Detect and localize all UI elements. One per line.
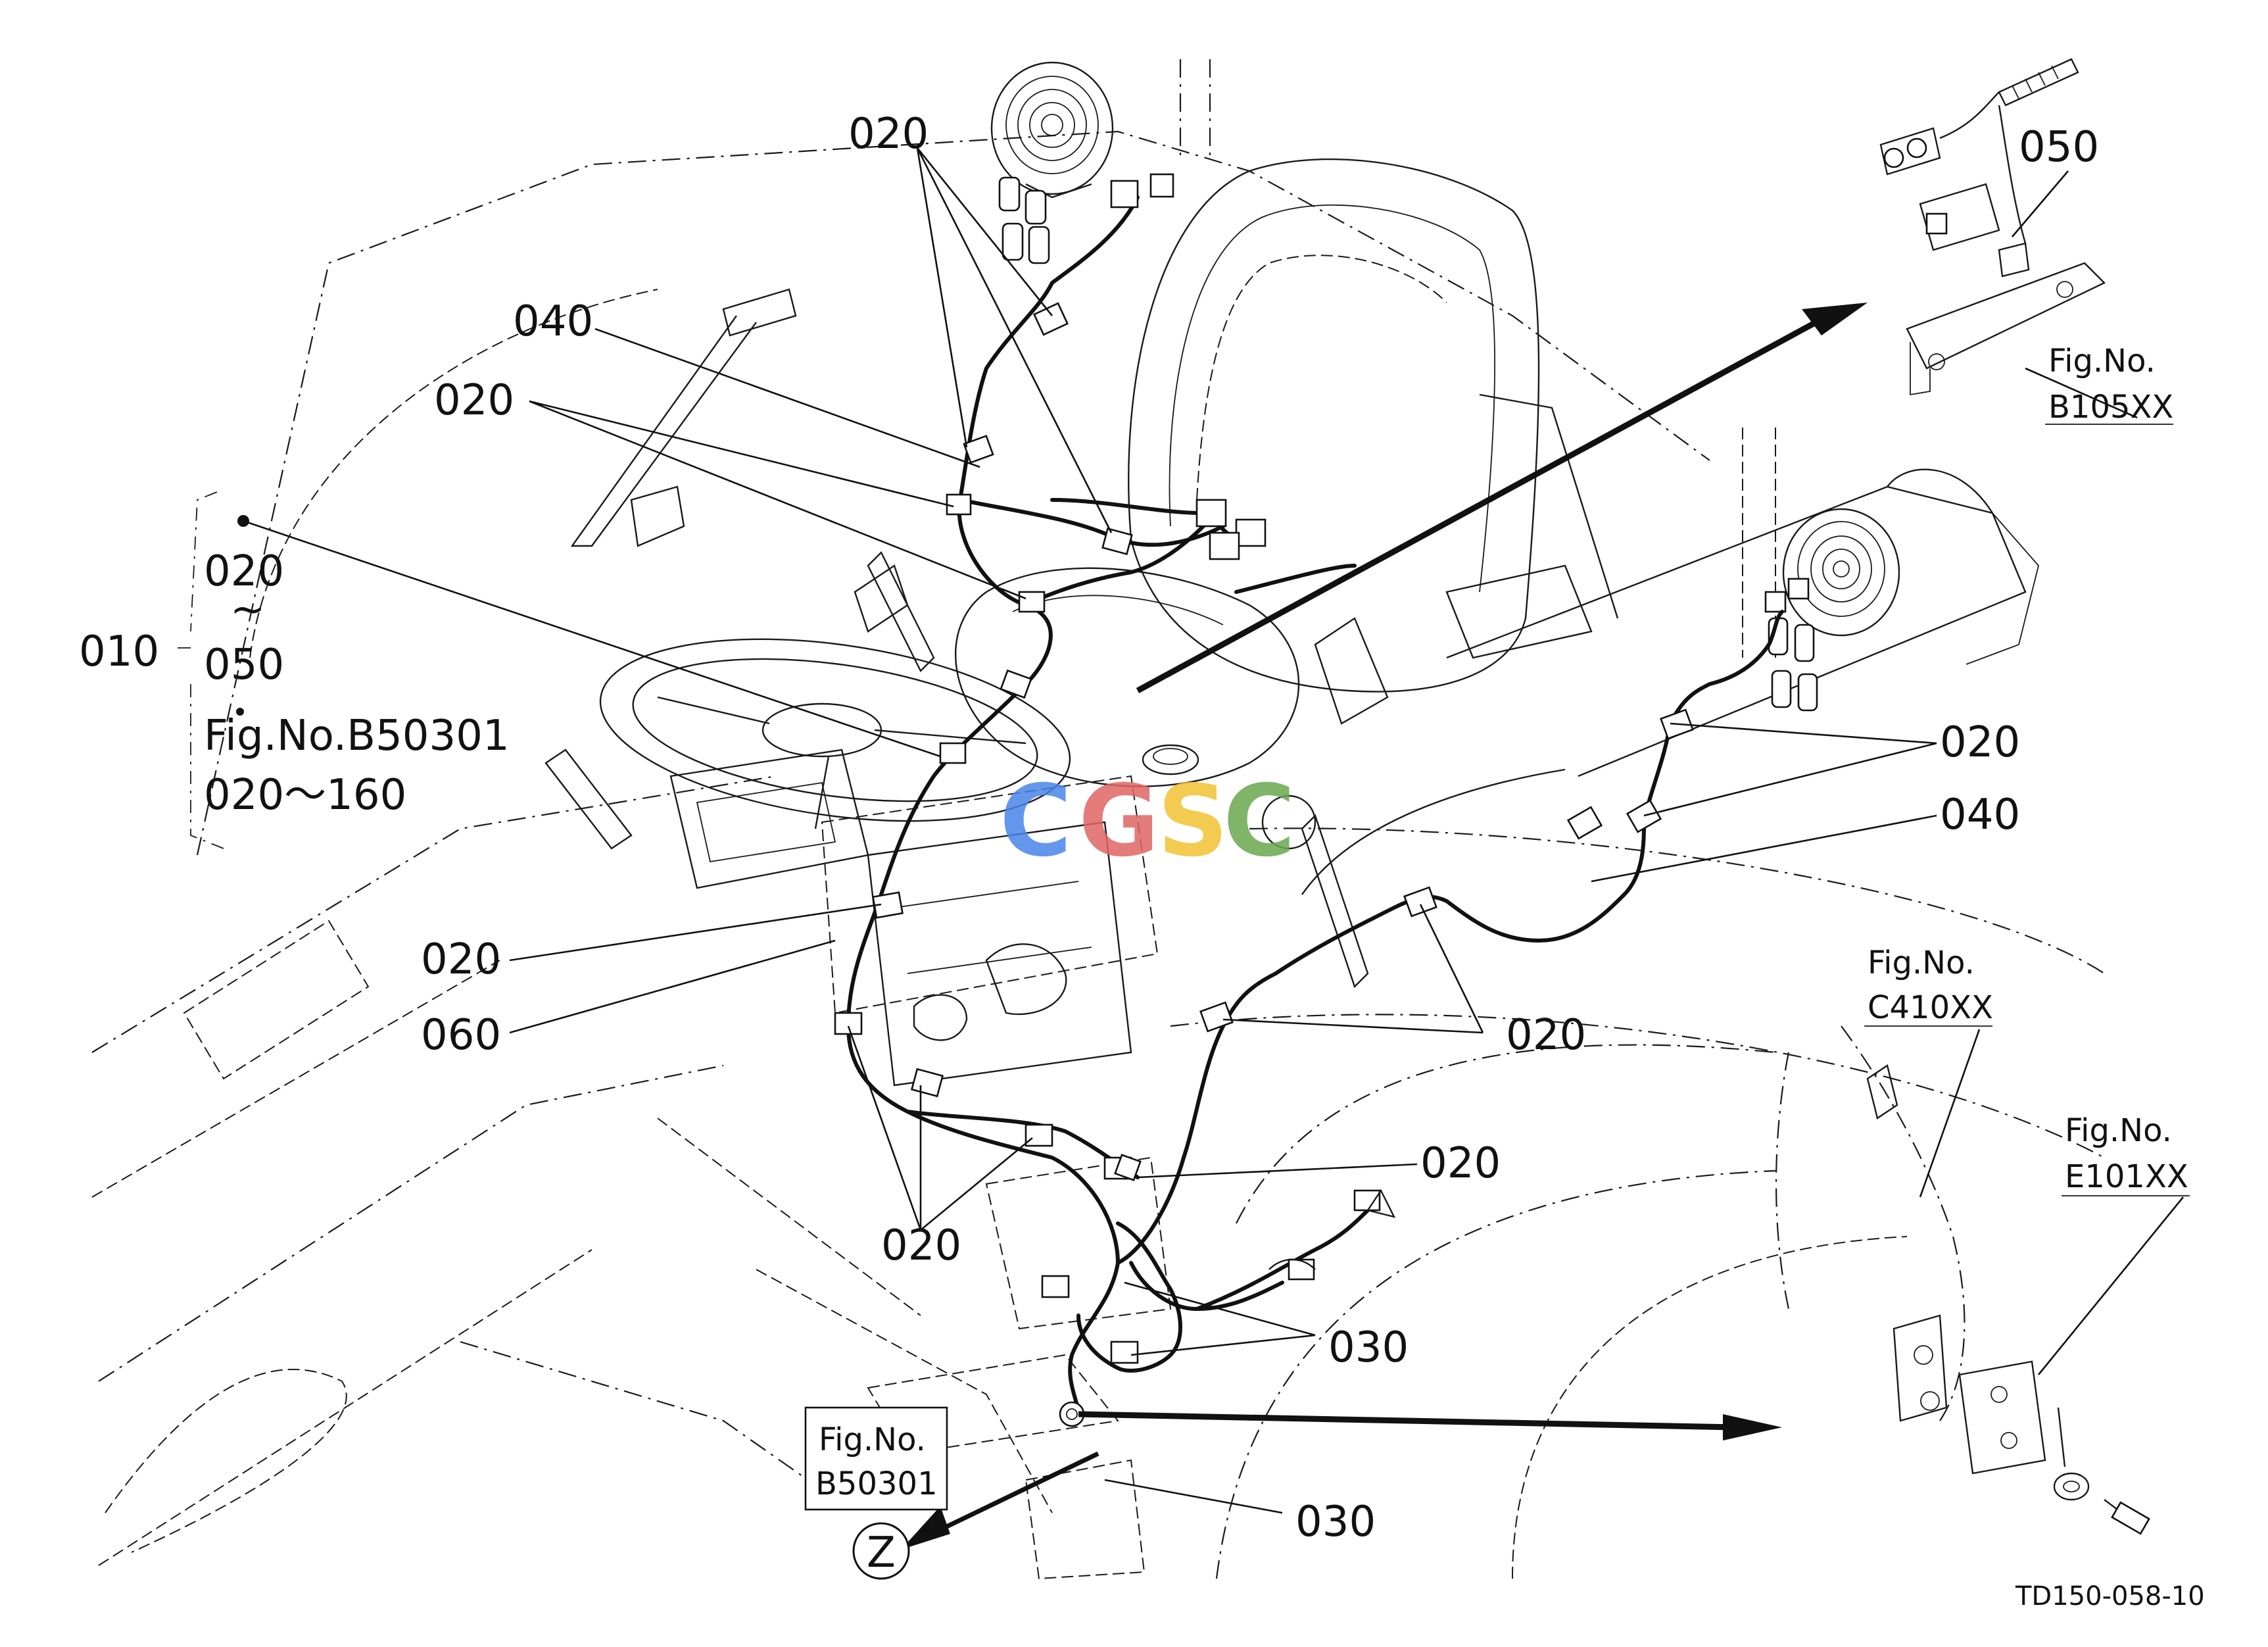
svg-text:C: C xyxy=(1223,764,1295,879)
inset-b105xx-bracket xyxy=(1879,58,2106,396)
right-beacon xyxy=(1764,508,1900,712)
figref-e101-label: Fig.No. xyxy=(2065,1112,2172,1149)
callout-050-right: 050 xyxy=(2019,123,2099,172)
control-console xyxy=(544,551,1369,1087)
callout-020-lower-right: 020 xyxy=(1420,1139,1501,1188)
operator-seat xyxy=(954,158,1619,787)
callout-020-left: 020 xyxy=(434,376,514,425)
drawing-code: TD150-058-10 xyxy=(2015,1581,2205,1611)
callout-050-group: 050 xyxy=(204,641,284,689)
callout-z-marker: Z xyxy=(867,1529,896,1577)
callout-020-mid-left: 020 xyxy=(421,935,501,984)
callout-labels: 020 040 020 010 020 ~ 050 Fig.No.B50301 … xyxy=(79,110,2099,1580)
callout-range-group: 020～160 xyxy=(204,771,406,820)
figure-references: Fig.No. B105XX Fig.No. C410XX Fig.No. E1… xyxy=(804,343,2190,1511)
callout-040-left: 040 xyxy=(513,297,593,346)
callout-010: 010 xyxy=(79,627,159,676)
figref-b50301-label: Fig.No. xyxy=(819,1421,926,1458)
callout-fig-b50301-group: Fig.No.B50301 xyxy=(204,712,510,760)
inset-c410xx-e101xx xyxy=(1775,1025,2150,1535)
figref-c410-label: Fig.No. xyxy=(1868,945,1975,981)
callout-030-right: 030 xyxy=(1328,1323,1409,1372)
figref-e101-code: E101XX xyxy=(2065,1158,2188,1195)
callout-060: 060 xyxy=(421,1011,501,1060)
steering-wheel xyxy=(599,638,1071,829)
callout-020-group: 020 xyxy=(204,547,284,596)
leader-lines xyxy=(178,147,2184,1559)
svg-text:G: G xyxy=(1078,764,1159,879)
callout-tilde: ~ xyxy=(230,585,266,634)
callout-020-bottom: 020 xyxy=(881,1221,961,1270)
figref-b105-label: Fig.No. xyxy=(2048,343,2156,380)
callout-030-bottom: 030 xyxy=(1295,1498,1376,1546)
reference-arrows xyxy=(901,303,1868,1550)
clamps xyxy=(834,173,1694,1427)
right-fender xyxy=(1301,468,2039,895)
callout-020-mid-right: 020 xyxy=(1506,1011,1586,1060)
left-beacon xyxy=(990,61,1114,264)
callout-040-right: 040 xyxy=(1940,791,2020,839)
handrail xyxy=(570,288,797,547)
svg-text:C: C xyxy=(1000,764,1072,879)
watermark-logo: C G S C xyxy=(1000,764,1295,879)
callout-020-right: 020 xyxy=(1940,718,2020,767)
figref-c410-code: C410XX xyxy=(1868,989,1993,1026)
figref-b50301-code: B50301 xyxy=(815,1465,938,1502)
svg-text:S: S xyxy=(1157,764,1228,879)
callout-020-top: 020 xyxy=(848,110,929,159)
figref-b105-code: B105XX xyxy=(2048,389,2173,426)
